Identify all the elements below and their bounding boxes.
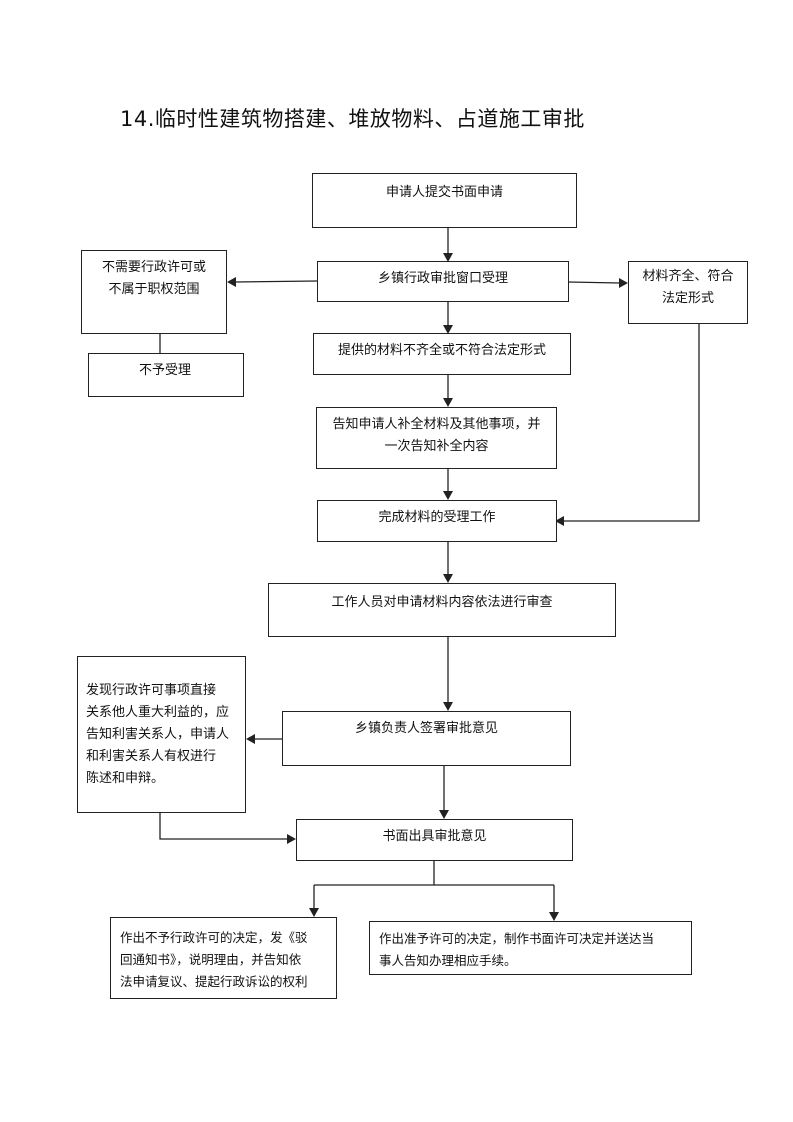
node-interest-notice-label: 发现行政许可事项直接 关系他人重大利益的，应 告知利害关系人，申请人 和利害关系…: [86, 683, 230, 786]
node-finish-accept-label: 完成材料的受理工作: [378, 510, 496, 525]
node-leader-sign-label: 乡镇负责人签署审批意见: [354, 721, 498, 736]
arrowhead: [309, 908, 319, 917]
node-apply: 申请人提交书面申请: [312, 173, 577, 228]
node-not-needed-label: 不需要行政许可或 不属于职权范围: [101, 260, 206, 297]
node-not-needed: 不需要行政许可或 不属于职权范围: [81, 250, 227, 334]
node-review: 工作人员对申请材料内容依法进行审查: [268, 583, 616, 637]
arrowhead: [246, 734, 255, 744]
node-notify-supplement-label: 告知申请人补全材料及其他事项，并 一次告知补全内容: [332, 417, 541, 454]
arrowhead: [287, 834, 296, 844]
connector-accept-not-needed: [234, 280, 318, 283]
page-title: 14.临时性建筑物搭建、堆放物料、占道施工审批: [120, 107, 585, 131]
arrowhead: [443, 574, 453, 583]
node-notify-supplement: 告知申请人补全材料及其他事项，并 一次告知补全内容: [316, 407, 557, 469]
arrowhead: [443, 702, 453, 711]
arrowhead: [619, 278, 628, 288]
node-accept-label: 乡镇行政审批窗口受理: [377, 271, 508, 286]
connector-complete-finish: [563, 324, 700, 522]
arrowhead: [227, 277, 236, 287]
node-grant: 作出准予许可的决定，制作书面许可决定并送达当 事人告知办理相应手续。: [369, 921, 692, 975]
node-grant-label: 作出准予许可的决定，制作书面许可决定并送达当 事人告知办理相应手续。: [379, 931, 655, 968]
node-accept: 乡镇行政审批窗口受理: [317, 261, 569, 302]
arrowhead: [549, 912, 559, 921]
connector-accept-complete: [567, 281, 621, 284]
arrowhead: [443, 491, 453, 500]
node-complete-form-label: 材料齐全、符合 法定形式: [642, 269, 734, 306]
node-incomplete-label: 提供的材料不齐全或不符合法定形式: [337, 343, 546, 358]
arrowhead: [443, 253, 453, 262]
node-complete-form: 材料齐全、符合 法定形式: [628, 261, 748, 324]
node-incomplete: 提供的材料不齐全或不符合法定形式: [313, 333, 571, 375]
arrowhead: [439, 810, 449, 819]
node-reject-accept: 不予受理: [88, 353, 244, 397]
node-leader-sign: 乡镇负责人签署审批意见: [282, 711, 571, 766]
arrowhead: [443, 398, 453, 407]
connector-interest-written: [159, 812, 288, 840]
node-review-label: 工作人员对申请材料内容依法进行审查: [331, 595, 553, 610]
node-written-opinion: 书面出具审批意见: [296, 819, 573, 861]
node-written-opinion-label: 书面出具审批意见: [382, 829, 487, 844]
arrowhead: [443, 325, 453, 334]
node-deny: 作出不予行政许可的决定，发《驳 回通知书》，说明理由，并告知依 法申请复议、提起…: [110, 917, 337, 999]
node-deny-label: 作出不予行政许可的决定，发《驳 回通知书》，说明理由，并告知依 法申请复议、提起…: [120, 930, 308, 989]
node-interest-notice: 发现行政许可事项直接 关系他人重大利益的，应 告知利害关系人，申请人 和利害关系…: [77, 656, 246, 813]
node-finish-accept: 完成材料的受理工作: [317, 500, 557, 542]
arrowhead: [555, 516, 564, 526]
node-apply-label: 申请人提交书面申请: [385, 185, 503, 200]
node-reject-accept-label: 不予受理: [139, 363, 192, 378]
